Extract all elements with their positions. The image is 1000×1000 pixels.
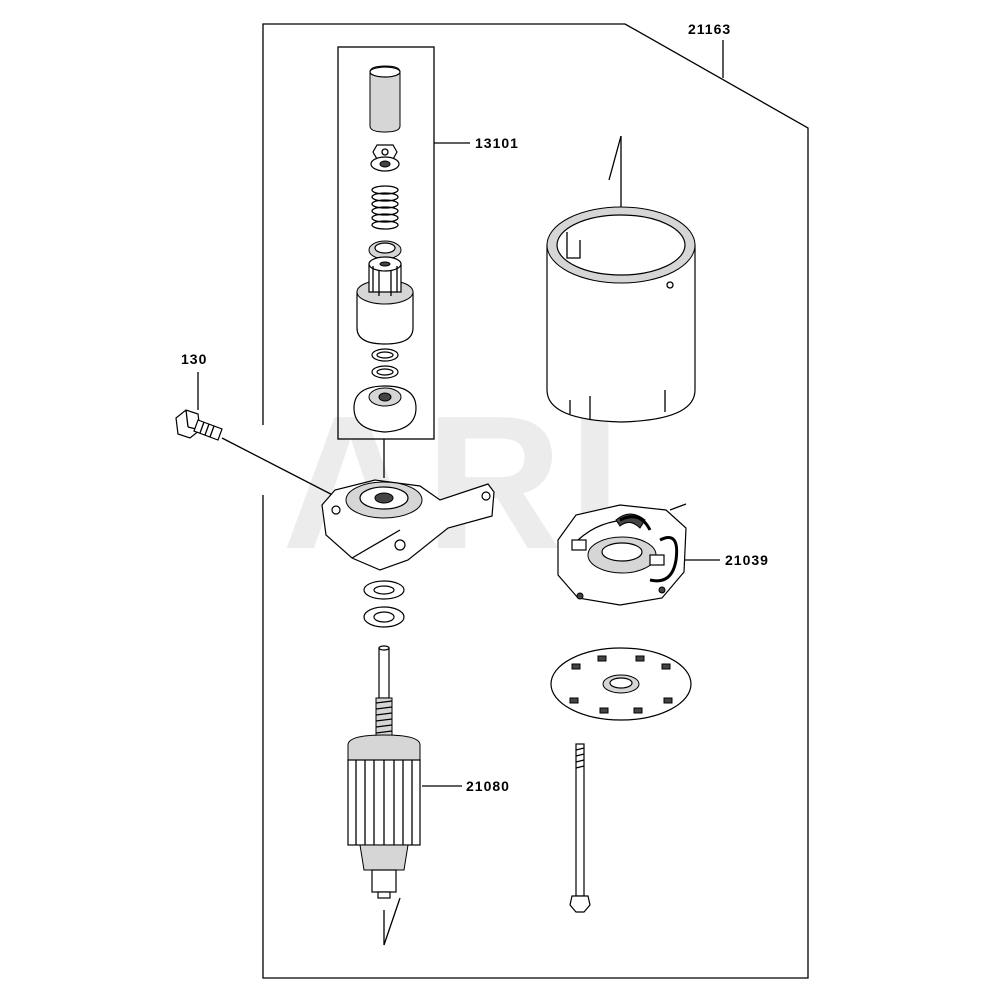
callout-21039-label: 21039 <box>725 552 769 568</box>
through-bolt <box>569 743 591 913</box>
leader-lines <box>197 40 724 946</box>
assembly-outline <box>262 23 809 979</box>
drive-assembly-parts <box>353 65 417 433</box>
end-plate <box>550 647 692 721</box>
brush-holder-part <box>557 503 687 606</box>
callout-21080-label: 21080 <box>466 778 510 794</box>
callout-13101-label: 13101 <box>475 135 519 151</box>
armature-part <box>347 645 421 899</box>
callout-21163-label: 21163 <box>688 21 731 37</box>
drive-end-bracket <box>321 479 495 571</box>
yoke-housing <box>546 206 696 423</box>
thrust-washers <box>363 580 405 628</box>
bolt-part <box>175 409 223 441</box>
drive-group-box <box>337 46 435 440</box>
callout-130-label: 130 <box>181 351 207 367</box>
